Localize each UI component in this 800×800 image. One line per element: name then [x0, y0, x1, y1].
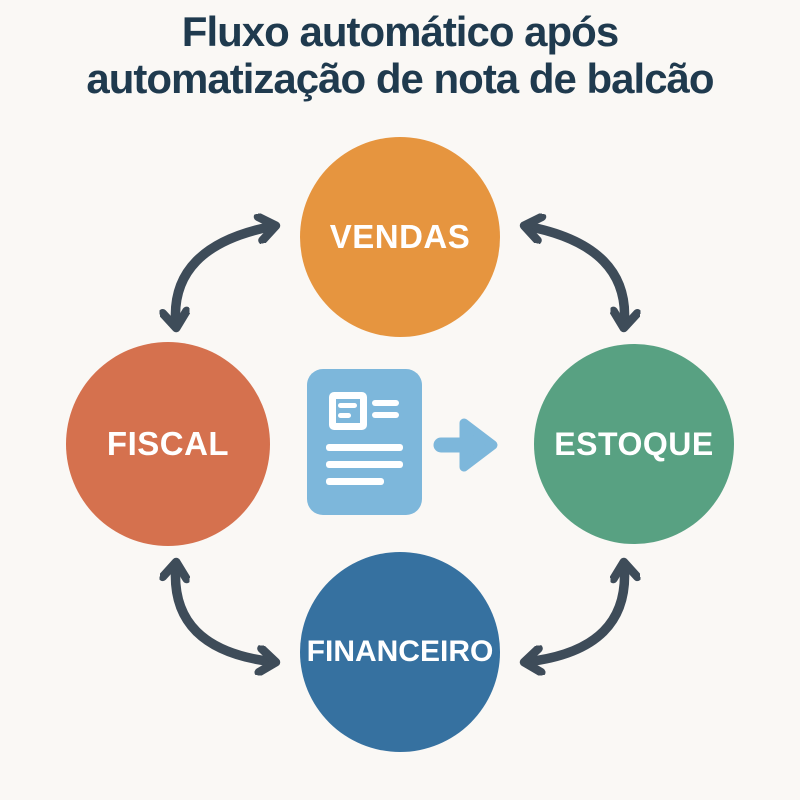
node-estoque: ESTOQUE — [534, 344, 734, 544]
document-header-line — [372, 400, 399, 406]
page-title-line2: automatização de nota de balcão — [86, 55, 714, 102]
right-arrow-icon — [433, 418, 498, 472]
document-text-line — [326, 461, 403, 468]
arrow-estoque-financeiro — [526, 564, 625, 662]
node-financeiro-label: FINANCEIRO — [306, 635, 494, 668]
document-header-line — [372, 412, 399, 418]
document-text-line — [326, 444, 403, 451]
document-box-bar — [338, 413, 351, 418]
node-vendas-label: VENDAS — [329, 218, 471, 255]
page-title: Fluxo automático após automatização de n… — [0, 8, 800, 102]
arrow-fiscal-vendas — [175, 226, 274, 326]
document-box-bar — [338, 403, 357, 408]
document-text-line — [326, 478, 384, 485]
node-vendas: VENDAS — [300, 137, 500, 337]
node-estoque-label: ESTOQUE — [554, 425, 714, 462]
document-photo-box — [329, 392, 367, 430]
node-fiscal: FISCAL — [66, 342, 270, 546]
document-icon — [307, 369, 422, 515]
node-fiscal-label: FISCAL — [106, 425, 230, 462]
arrow-financeiro-fiscal — [175, 564, 274, 662]
page-title-line1: Fluxo automático após — [181, 8, 619, 55]
arrow-vendas-estoque — [526, 226, 625, 326]
node-financeiro: FINANCEIRO — [300, 552, 500, 752]
